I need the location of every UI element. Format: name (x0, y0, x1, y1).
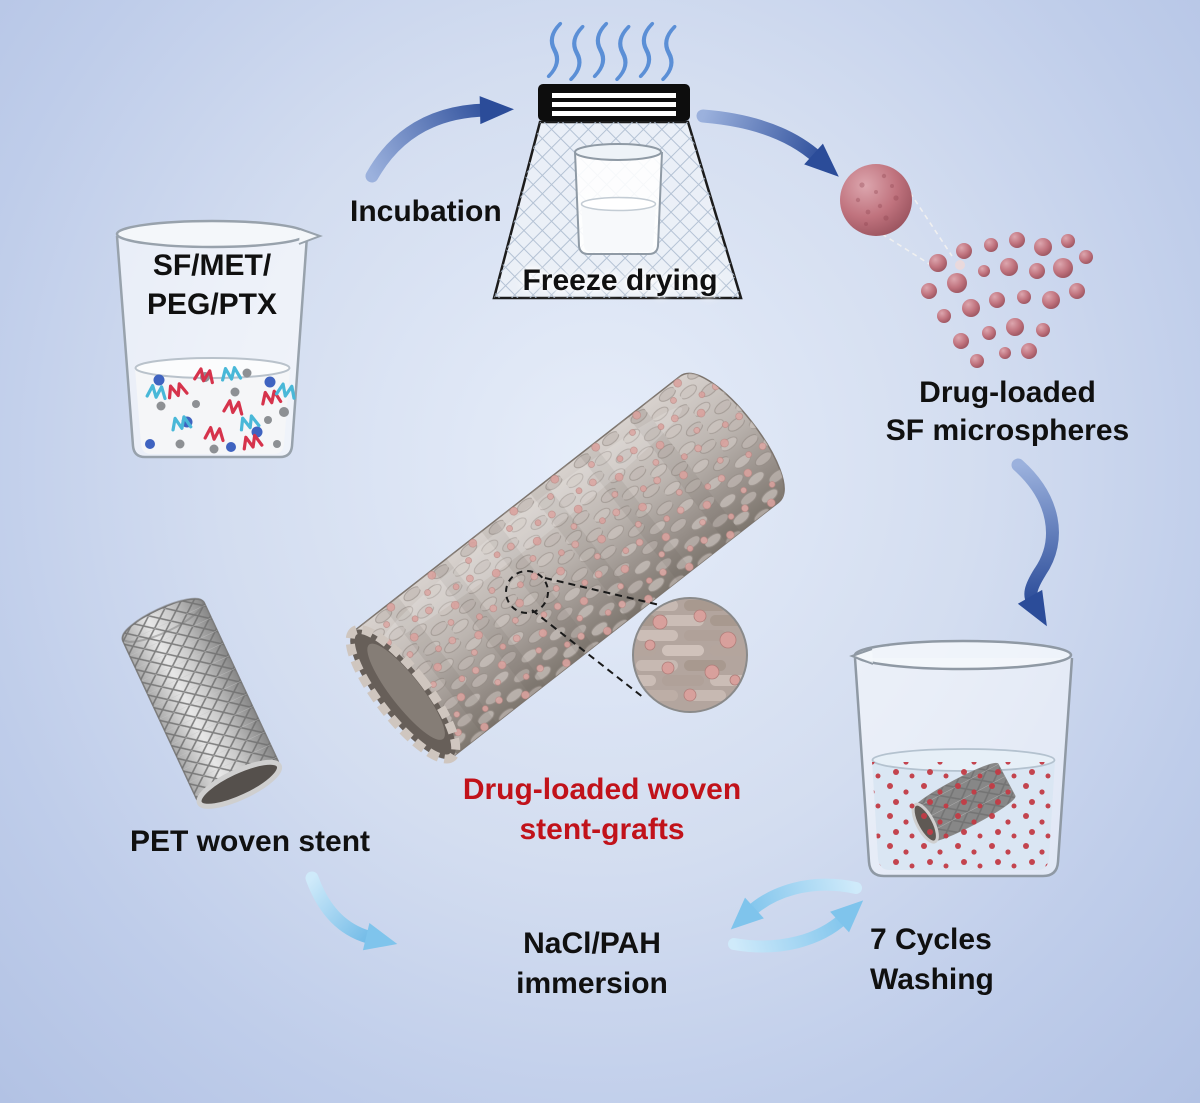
stent-graft-3d (345, 372, 785, 764)
arrow-pet-to-immersion (305, 871, 398, 951)
stent-grafts-label-line2: stent-grafts (519, 813, 685, 846)
zoom-dashed-lines (881, 184, 953, 273)
microspheres-label-line2: SF microspheres (885, 414, 1130, 447)
wash-liquid (871, 748, 1056, 870)
pet-stent-label: PET woven stent (130, 825, 371, 858)
magnifier-connector-lines (531, 577, 665, 699)
microsphere-cluster (921, 232, 1093, 368)
pet-stent-icon (121, 597, 283, 809)
mixture-label: SF/MET/ PEG/PTX (112, 246, 312, 324)
washing-label-line2: Washing (870, 963, 994, 996)
mixture-label-line1: SF/MET/ (152, 249, 272, 282)
microspheres-label-line1: Drug-loaded (919, 376, 1096, 409)
steam-waves-icon (546, 22, 677, 81)
mixture-particles (145, 366, 296, 454)
chamber-beaker-icon (574, 143, 663, 255)
immersion-label-line1: NaCl/PAH (523, 927, 661, 960)
wash-beaker-icon (849, 639, 1074, 878)
arrow-to-dryer (365, 96, 514, 183)
immersion-label-line2: immersion (516, 967, 668, 1000)
freeze-dryer-chamber (492, 120, 743, 300)
microsphere-large (840, 164, 912, 236)
inspection-dashed-circle (505, 570, 549, 614)
arrow-to-microspheres (696, 109, 839, 177)
stent-graft-opening (345, 624, 461, 764)
washing-label: 7 Cycles Washing (870, 920, 994, 1000)
exchange-arrow-right (728, 900, 864, 953)
incubation-label: Incubation (350, 195, 502, 228)
stent-grafts-label: Drug-loaded woven stent-grafts (432, 770, 772, 850)
exchange-arrow-left (730, 878, 862, 930)
microspheres-label: Drug-loaded SF microspheres (855, 374, 1160, 450)
freeze-drying-label: Freeze drying (522, 264, 718, 297)
mixture-beaker-icon (115, 219, 323, 459)
mixture-label-line2: PEG/PTX (146, 288, 278, 321)
stent-grafts-label-line1: Drug-loaded woven (462, 773, 742, 806)
washing-label-line1: 7 Cycles (870, 923, 992, 956)
arrow-to-wash-beaker (1011, 458, 1059, 627)
freeze-dryer-unit-icon (538, 84, 690, 121)
immersion-label: NaCl/PAH immersion (492, 924, 692, 1004)
